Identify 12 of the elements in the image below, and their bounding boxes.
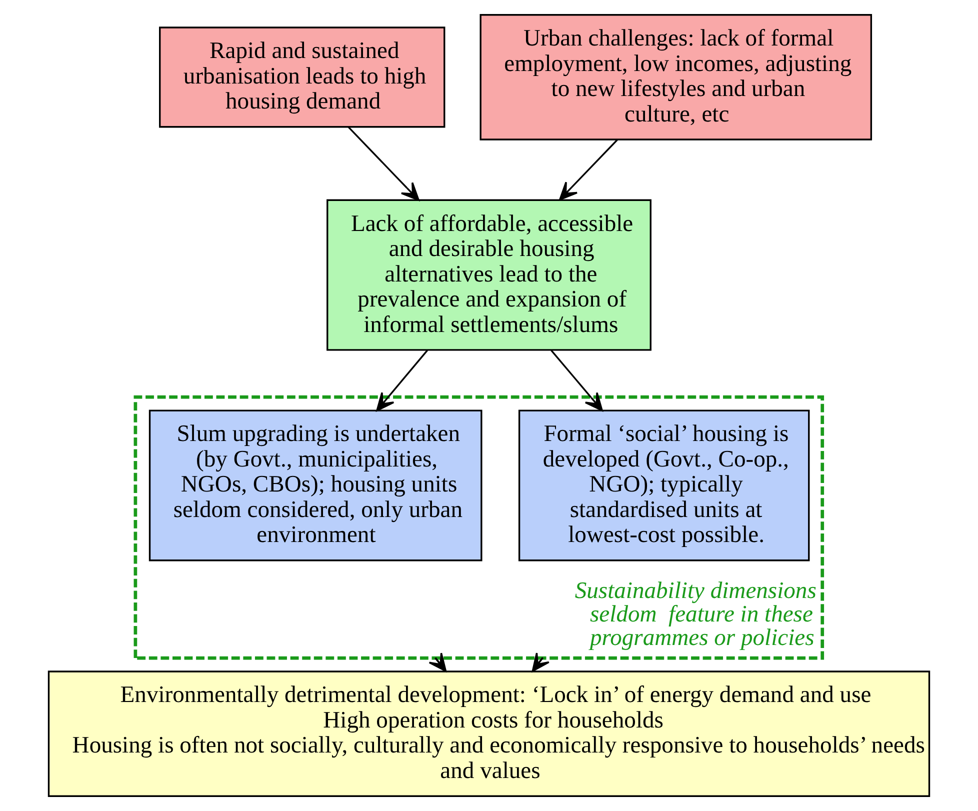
arrow: [550, 350, 603, 412]
node-box: Lack of affordable, accessible and desirable housing alternatives lead to the prevalence and expansion of informal settlements/slums: [326, 199, 652, 351]
arrow: [348, 126, 420, 201]
node-box: Urban challenges: lack of formal employment, low incomes, adjusting to new lifestyles and urban culture, etc: [480, 14, 872, 140]
node-box: Rapid and sustained urbanisation leads to high housing demand: [159, 26, 446, 128]
arrow: [532, 652, 550, 672]
node-box: Slum upgrading is undertaken (by Govt., municipalities, NGOs, CBOs); housing units seldom considered, only urban environment: [148, 410, 482, 562]
arrow: [376, 350, 428, 412]
node-box: Formal ‘social’ housing is developed (Govt., Co-op., NGO); typically standardised units at lowest-cost possible.: [518, 410, 810, 562]
arrow: [559, 139, 618, 200]
arrow: [428, 652, 447, 672]
node-box: Environmentally detrimental development: ‘Lock in’ of energy demand and use High operation costs for households Housing is often not socially, culturally and economically responsive to households’ needs and values: [48, 670, 930, 797]
